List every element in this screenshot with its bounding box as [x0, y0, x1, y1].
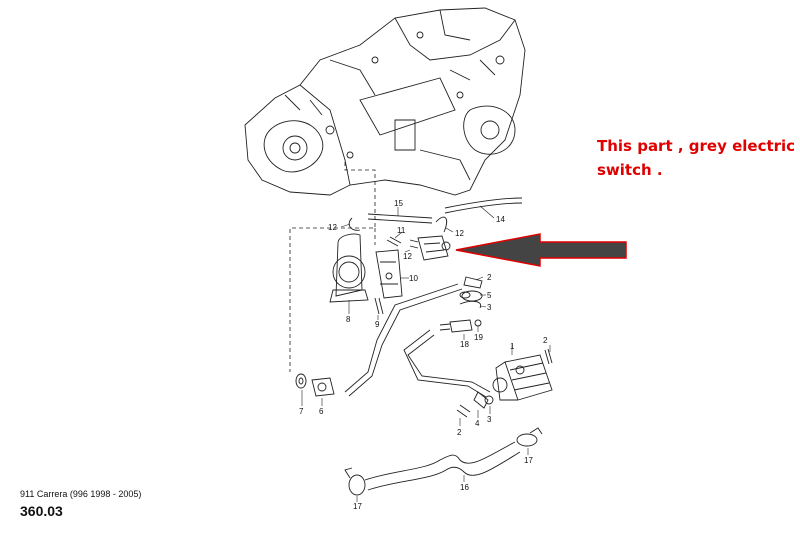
clamp-5: [461, 290, 483, 302]
oil-cooler-1: [492, 354, 553, 401]
callout-3-bottom: 3: [487, 415, 492, 424]
annotation-line-2: switch .: [597, 161, 663, 179]
washer-3-bottom: [484, 395, 494, 405]
union-6: [311, 377, 335, 397]
model-caption: 911 Carrera (996 1998 - 2005): [20, 489, 142, 499]
annotation-note: This part , grey electric switch .: [597, 134, 797, 182]
elbow-hose-12-left: [348, 217, 361, 231]
callout-6: 6: [319, 407, 324, 416]
vacuum-lines: [344, 283, 491, 398]
transmission-housing: [244, 7, 526, 196]
callout-2-top: 2: [487, 273, 492, 282]
callout-14: 14: [496, 215, 505, 224]
callout-leaders: [301, 205, 551, 502]
callout-15: 15: [394, 199, 403, 208]
sensor-18: [439, 319, 473, 333]
hose-14: [444, 197, 523, 214]
annotation-line-1: This part , grey electric: [597, 137, 796, 155]
clamp-17-right: [516, 427, 543, 447]
callout-numbers: 1 2 2 2 3 3 4 5 6 7 8 9 10 11 12 12 12 1…: [299, 199, 548, 511]
callout-18: 18: [460, 340, 469, 349]
callout-7: 7: [299, 407, 304, 416]
callout-19: 19: [474, 333, 483, 342]
callout-8: 8: [346, 315, 351, 324]
bolt-9: [374, 297, 384, 315]
callout-9: 9: [375, 320, 380, 329]
fitting-5: [459, 291, 471, 299]
callout-17-left: 17: [353, 502, 362, 511]
assembly-boundary-dashed: [289, 162, 376, 372]
callout-12-left: 12: [328, 223, 337, 232]
valve-8: [329, 233, 369, 303]
callout-2-right: 2: [543, 336, 548, 345]
callout-17-right: 17: [524, 456, 533, 465]
callout-5: 5: [487, 291, 492, 300]
washer-3-top: [459, 300, 482, 309]
callout-4: 4: [475, 419, 480, 428]
bolt-2-bottom: [456, 404, 471, 418]
electric-switch: [409, 235, 451, 261]
callout-2-bottom: 2: [457, 428, 462, 437]
callout-11: 11: [397, 226, 406, 235]
callout-1: 1: [510, 342, 515, 351]
callout-10: 10: [409, 274, 418, 283]
fitting-4: [473, 391, 489, 409]
pointer-arrow: [455, 233, 627, 267]
clamp-17-left: [344, 467, 366, 496]
hose-15: [367, 213, 433, 224]
callout-12-middle: 12: [403, 252, 412, 261]
washer-7: [295, 373, 307, 389]
coolant-hose-16: [364, 441, 521, 491]
page-number: 360.03: [20, 503, 63, 519]
bracket-10: [375, 249, 403, 299]
bolt-11: [386, 236, 402, 247]
callout-16: 16: [460, 483, 469, 492]
bolt-2-right: [544, 348, 553, 365]
seal-19: [474, 319, 482, 327]
callout-3-top: 3: [487, 303, 492, 312]
callout-12-right: 12: [455, 229, 464, 238]
elbow-hose-12-right: [435, 216, 447, 233]
